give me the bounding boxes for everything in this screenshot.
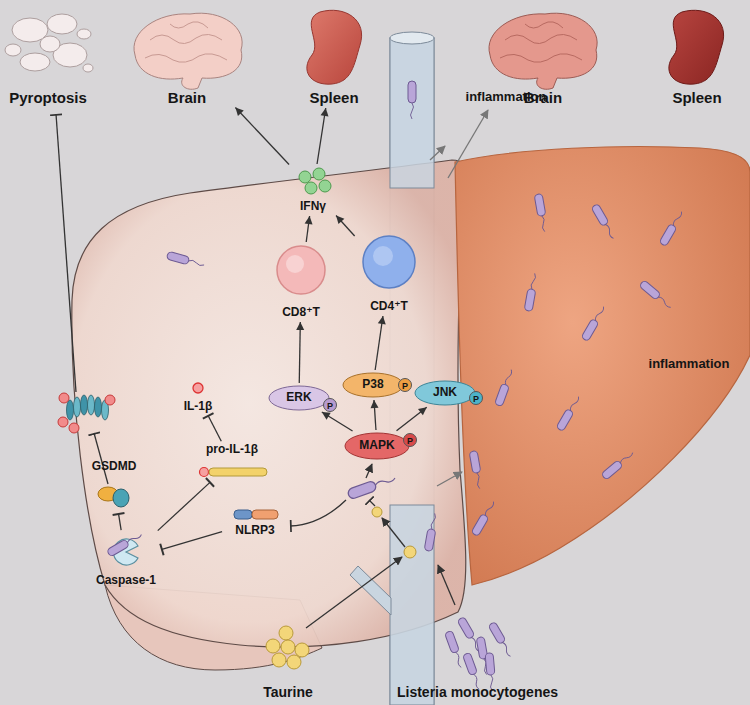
connector-line <box>158 482 210 530</box>
arrow-connector <box>397 407 427 431</box>
connector-line <box>374 400 376 430</box>
inhibition-bar <box>203 413 214 418</box>
organ-brain: Brain <box>128 6 246 106</box>
precursor-protein: pro-IL-1β <box>186 443 278 481</box>
organ-spleen: Spleen <box>298 4 370 106</box>
arrow-connector <box>235 107 289 164</box>
node-label: IL-1β <box>184 400 213 414</box>
ellipse-shape <box>345 433 409 459</box>
node-label: GSDMD <box>92 460 137 474</box>
connector-line <box>235 107 289 164</box>
ellipse-shape <box>343 373 403 397</box>
inhibition-bar <box>160 544 163 556</box>
t-cell: CD4⁺T <box>356 234 422 314</box>
node-label: Taurine <box>263 684 313 700</box>
node-label: P38 <box>362 378 383 392</box>
cytokine: IL-1β <box>176 378 220 414</box>
kinase-ellipse: MAPK <box>344 432 410 460</box>
phospho-tag: P <box>398 378 412 392</box>
inhibition-connector <box>113 513 125 530</box>
pathogen: Listeria monocytogenes <box>385 598 570 700</box>
node-label: Spleen <box>309 89 358 106</box>
ellipse-shape <box>269 386 329 410</box>
inhibition-bar <box>113 513 125 515</box>
arrow-connector <box>371 400 379 430</box>
phospho-tag: P <box>469 391 483 405</box>
kinase-ellipse: JNK <box>414 380 476 406</box>
kinase-ellipse: ERK <box>268 385 330 411</box>
node-label: Brain <box>168 89 206 106</box>
arrow-head <box>418 407 427 415</box>
arrow-head <box>296 322 304 330</box>
cytokine: IFNγ <box>286 166 340 214</box>
phospho-tag: P <box>323 398 337 412</box>
node-label: ERK <box>286 391 311 405</box>
t-cell: CD8⁺T <box>270 244 332 320</box>
arrow-head <box>321 108 329 117</box>
arrow-connector <box>317 108 328 164</box>
node-label: CD8⁺T <box>282 306 320 320</box>
connector-line <box>317 108 326 164</box>
connector-line <box>375 316 383 370</box>
arrow-head <box>322 412 331 420</box>
arrow-connector <box>336 215 355 236</box>
node-label: MAPK <box>359 439 394 453</box>
node-label: IFNγ <box>300 200 326 214</box>
node-label: Spleen <box>672 89 721 106</box>
node-label: CD4⁺T <box>370 300 408 314</box>
arrow-connector <box>305 216 313 242</box>
arrow-head <box>336 215 344 224</box>
inhibition-connector <box>160 532 222 555</box>
node-label: Listeria monocytogenes <box>397 684 558 700</box>
connector-line <box>306 216 309 242</box>
ellipse-shape <box>415 381 475 405</box>
phospho-tag: P <box>403 433 417 447</box>
arrow-connector <box>375 316 386 370</box>
arrow-head <box>371 400 379 408</box>
compound: Taurine <box>252 622 324 700</box>
node-label: NLRP3 <box>235 524 274 538</box>
inhibition-connector <box>158 478 214 531</box>
protein: GSDMD <box>82 460 146 512</box>
connector-line <box>162 532 222 550</box>
pyroptosis-cell: Pyroptosis <box>2 4 94 106</box>
arrow-connector <box>322 412 353 431</box>
connector-line <box>299 322 300 383</box>
connector-line <box>322 412 353 431</box>
connector-line <box>397 407 427 431</box>
connector-line <box>336 215 355 236</box>
arrow-connector <box>296 322 304 383</box>
annotation: inflammation <box>646 356 732 371</box>
arrow-head <box>305 216 313 224</box>
arrow-head <box>235 107 243 116</box>
connector-line <box>208 416 221 441</box>
enzyme: Caspase-1 <box>92 532 160 588</box>
node-label: pro-IL-1β <box>206 443 258 457</box>
connector-line <box>119 514 122 530</box>
annotation: inflammation <box>463 89 549 104</box>
kinase-ellipse: P38 <box>342 372 404 398</box>
inhibition-bar <box>206 478 214 487</box>
inhibition-connector <box>203 413 221 441</box>
organ-spleen: Spleen <box>658 4 736 106</box>
node-label: JNK <box>433 386 457 400</box>
node-label: Pyroptosis <box>9 89 87 106</box>
inflammasome: NLRP3 <box>224 506 286 538</box>
node-label: Caspase-1 <box>96 574 156 588</box>
arrow-head <box>378 316 386 324</box>
